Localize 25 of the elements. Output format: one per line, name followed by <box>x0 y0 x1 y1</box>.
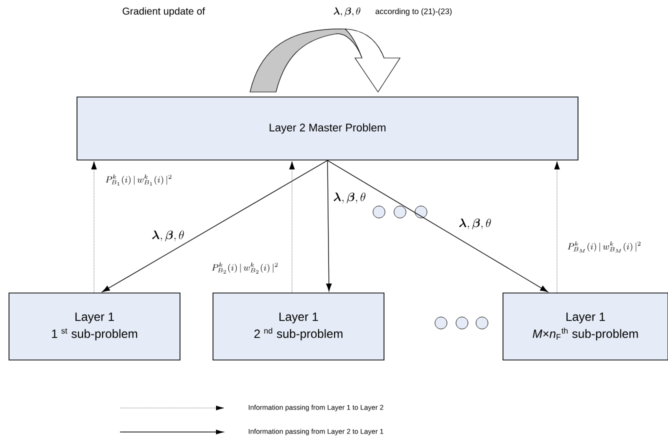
sub-problem-box: Layer 1 1 $^{st}$ sub-problem <box>8 292 180 360</box>
note-text: according to (21)-(23) <box>376 8 452 16</box>
dotted-arrow <box>289 161 295 293</box>
master-problem-box: Layer 2 Master Problem <box>76 96 578 160</box>
edge-label: $\boldsymbol{\lambda},\boldsymbol{\beta},\theta$ <box>459 218 491 230</box>
edge-label: $P_{B_2}^{k}(i)\,|\,w_{B_2}^{k}(i)\,|^{2}$ <box>212 262 278 274</box>
formula: $\boldsymbol{\lambda},\boldsymbol{\beta},\theta$ <box>334 7 360 16</box>
ellipsis-circle <box>476 316 488 330</box>
edge-label: $\boldsymbol{\lambda},\boldsymbol{\beta},\theta$ <box>152 230 184 242</box>
dotted-arrow <box>554 161 560 293</box>
arrow <box>326 160 332 292</box>
edge-label: $P_{B_1}^{k}(i)\,|\,w_{B_1}^{k}(i)\,|^{2}$ <box>106 174 172 186</box>
dotted-arrow <box>91 161 97 293</box>
arrow <box>327 160 548 292</box>
edge-label: $\boldsymbol{\lambda},\boldsymbol{\beta},\theta$ <box>334 192 366 204</box>
ellipsis-circle <box>394 206 406 218</box>
ellipsis-circle <box>434 316 448 330</box>
sub-problem-box: Layer 1 2 $^{nd}$ sub-problem <box>212 292 384 360</box>
heading-text: Gradient update of <box>122 7 206 17</box>
sub-problem-box: Layer 1 M×n$_{F}$$^{th}$ sub-problem <box>502 292 668 360</box>
ellipsis-circle <box>372 206 386 218</box>
ellipsis-circle <box>456 316 468 330</box>
edge-label: $P_{B_M}^{k}(i)\,|\,w_{B_M}^{k}(i)\,|^{2}$ <box>568 241 640 253</box>
ellipsis-circle <box>414 206 428 218</box>
arrow <box>102 160 328 292</box>
